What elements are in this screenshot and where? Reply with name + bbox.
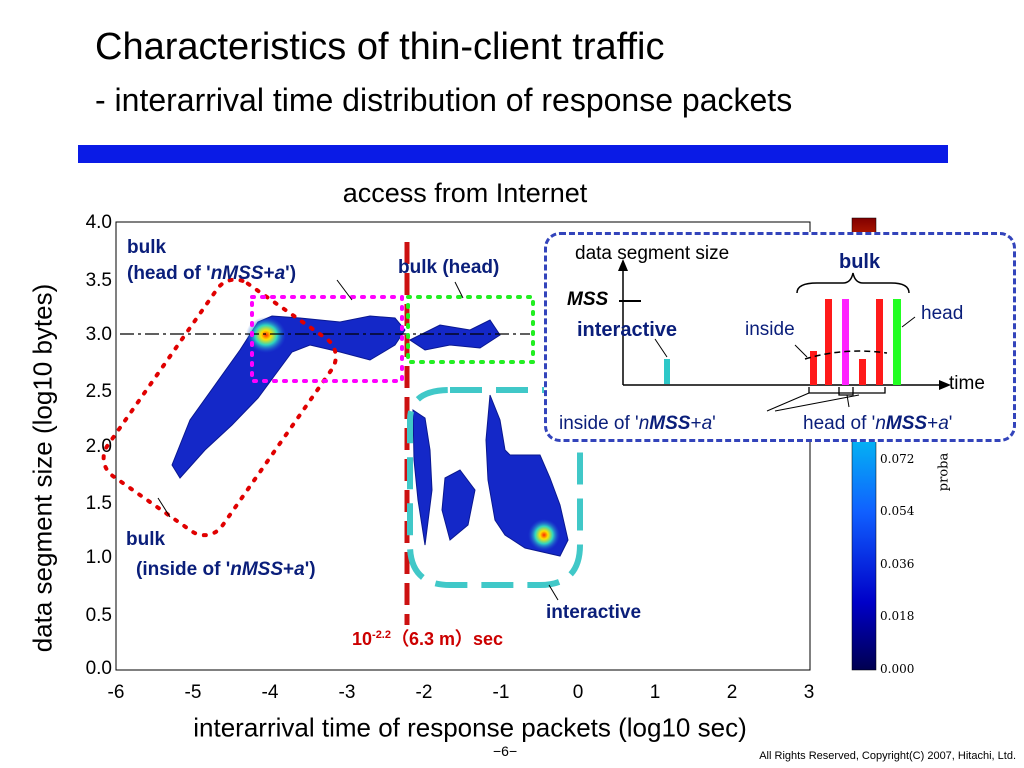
y-tick-0.5: 0.5 — [85, 605, 112, 626]
inset-interactive-label: interactive — [577, 319, 678, 341]
inset-bar-1 — [825, 299, 832, 385]
inset-bar-2 — [876, 299, 883, 385]
x-tick-2: 2 — [726, 682, 738, 703]
inset-time-label: time — [949, 373, 985, 394]
inset-interactive-bar — [664, 359, 670, 384]
x-tick--3: -3 — [338, 682, 356, 703]
x-tick--1: -1 — [492, 682, 510, 703]
leader-bulk-head — [454, 281, 464, 299]
interactive-region-3 — [485, 394, 569, 557]
interactive-region-2 — [441, 469, 476, 541]
x-tick--5: -5 — [184, 682, 202, 703]
copyright-notice: All Rights Reserved, Copyright(C) 2007, … — [759, 750, 1016, 762]
inset-y-arrow — [618, 259, 628, 271]
inset-schematic: data segment size MSS interactive bulk i… — [544, 232, 1016, 442]
interactive-region-1 — [412, 409, 433, 546]
inset-bulk-brace — [796, 272, 910, 294]
inset-inside-of-leader-2 — [774, 394, 860, 412]
inset-bar-head-of — [842, 299, 849, 385]
inset-diagram — [618, 259, 951, 412]
colorbar-label: proba — [936, 452, 952, 492]
slide-title: Characteristics of thin-client traffic — [95, 26, 665, 68]
y-axis-label: data segment size (log10 bytes) — [27, 283, 58, 653]
peak-interactive — [528, 519, 560, 551]
bulk-inside-box — [101, 277, 338, 538]
annotation-bulk-head-of: bulk (head of 'nMSS+a') — [127, 237, 297, 284]
inset-y-label: data segment size — [575, 243, 730, 264]
inset-inside-of-label: inside of 'nMSS+a' — [559, 413, 716, 434]
annotation-bulk-head: bulk (head) — [398, 257, 500, 278]
page-number: −6− — [493, 743, 518, 759]
inset-bar-head — [893, 299, 901, 385]
y-tick-0.0: 0.0 — [85, 658, 112, 679]
y-tick-2.0: 2.0 — [85, 436, 112, 457]
inset-bar-inside-1 — [810, 351, 817, 385]
peak-bulk — [246, 317, 286, 353]
chart-title: access from Internet — [342, 178, 588, 208]
interactive-box — [407, 387, 583, 588]
y-tick-3.0: 3.0 — [85, 324, 112, 345]
inset-interactive-leader — [654, 338, 668, 358]
y-tick-1.0: 1.0 — [85, 547, 112, 568]
title-divider-bar — [78, 145, 948, 163]
colorbar-tick-0.000: 0.000 — [880, 662, 915, 676]
y-tick-4.0: 4.0 — [85, 212, 112, 233]
x-tick-0: 0 — [572, 682, 584, 703]
annotation-threshold: 10-2.2（6.3 m）sec — [352, 629, 504, 649]
colorbar-tick-0.036: 0.036 — [880, 557, 915, 571]
inset-bracket-inside — [808, 387, 886, 394]
colorbar-tick-0.054: 0.054 — [880, 504, 915, 518]
bulk-head-box — [406, 295, 535, 364]
leader-interactive — [548, 584, 559, 601]
x-tick--2: -2 — [415, 682, 433, 703]
inset-inside-leader — [794, 344, 808, 358]
y-tick-3.5: 3.5 — [85, 270, 112, 291]
leader-bulk-inside — [157, 497, 171, 518]
inset-bulk-label: bulk — [839, 251, 881, 273]
head-region — [409, 319, 501, 351]
bulk-head-of-box — [250, 295, 404, 383]
inset-head-label: head — [921, 303, 964, 324]
inset-inside-ellipse — [804, 350, 888, 360]
inset-head-leader — [901, 316, 916, 328]
colorbar-tick-0.072: 0.072 — [880, 452, 915, 466]
inset-mss-label: MSS — [567, 289, 609, 310]
x-tick-1: 1 — [649, 682, 661, 703]
density-regions — [171, 315, 569, 557]
colorbar-tick-0.018: 0.018 — [880, 609, 915, 623]
y-tick-2.5: 2.5 — [85, 381, 112, 402]
inset-inside-label: inside — [745, 319, 795, 340]
x-tick--6: -6 — [107, 682, 125, 703]
x-axis-label: interarrival time of response packets (l… — [193, 712, 747, 743]
annotation-interactive: interactive — [546, 602, 642, 623]
inset-x-arrow — [939, 380, 951, 390]
slide-subtitle: - interarrival time distribution of resp… — [95, 82, 793, 118]
y-tick-1.5: 1.5 — [85, 493, 112, 514]
inset-inside-of-leader-1 — [766, 392, 810, 412]
x-tick-3: 3 — [803, 682, 815, 703]
inset-bar-inside-2 — [859, 359, 866, 385]
annotation-bulk-inside: bulk (inside of 'nMSS+a') — [126, 529, 316, 580]
x-tick--4: -4 — [261, 682, 279, 703]
leader-bulk-head-of — [336, 279, 353, 301]
inset-head-of-label: head of 'nMSS+a' — [803, 413, 953, 434]
inset-bracket-head — [838, 387, 854, 396]
